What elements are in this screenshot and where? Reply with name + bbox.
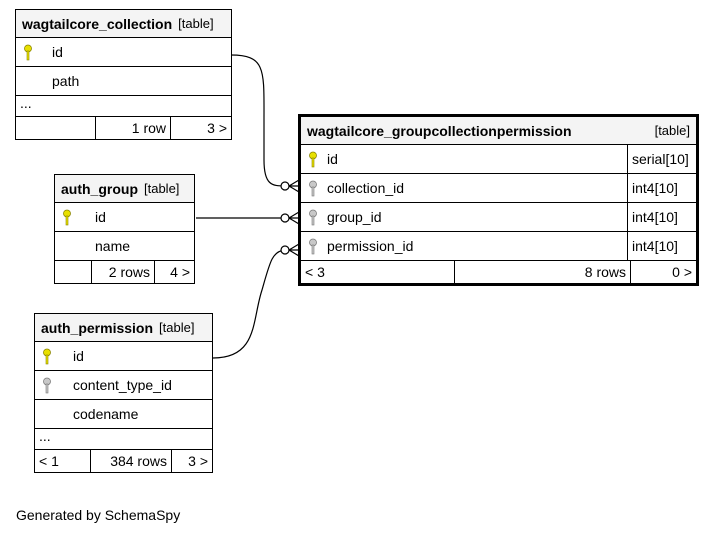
parents-count[interactable] xyxy=(16,117,96,139)
table-type: [table] xyxy=(654,123,690,138)
primary-key-icon xyxy=(43,348,51,365)
column-row[interactable]: id xyxy=(55,203,194,232)
table-name: auth_group xyxy=(61,180,138,197)
column-name: collection_id xyxy=(327,180,405,196)
fk-line-permission xyxy=(212,249,285,359)
table-name: auth_permission xyxy=(41,319,154,336)
foreign-key-icon xyxy=(43,377,51,394)
table-type: [table] xyxy=(159,320,195,335)
ellipsis: ... xyxy=(20,95,32,111)
children-count[interactable]: 3 > xyxy=(207,120,227,136)
ellipsis: ... xyxy=(39,428,51,444)
generated-by-label: Generated by SchemaSpy xyxy=(16,507,181,523)
table-auth-permission[interactable]: auth_permission [table] id content_type_… xyxy=(34,313,213,473)
row-count: 2 rows xyxy=(92,261,155,283)
table-header: auth_permission [table] xyxy=(35,314,212,342)
fk-end-permission xyxy=(280,245,290,255)
more-columns-row: ... xyxy=(35,428,212,450)
column-name: id xyxy=(327,151,338,167)
column-name: codename xyxy=(73,406,139,422)
table-name: wagtailcore_groupcollectionpermission xyxy=(307,122,572,139)
children-count[interactable]: 0 > xyxy=(672,264,692,280)
parents-count[interactable] xyxy=(55,261,92,283)
table-name: wagtailcore_collection xyxy=(22,15,173,32)
foreign-key-icon xyxy=(309,209,317,226)
column-row[interactable]: permission_id int4[10] xyxy=(301,232,696,261)
more-columns-row: ... xyxy=(16,95,231,117)
column-row[interactable]: path xyxy=(16,67,231,96)
table-header: wagtailcore_groupcollectionpermission [t… xyxy=(301,117,696,145)
table-wagtailcore-collection[interactable]: wagtailcore_collection [table] id path .… xyxy=(15,9,232,140)
children-count[interactable]: 3 > xyxy=(188,453,208,469)
table-footer: < 1 384 rows 3 > xyxy=(35,450,212,472)
column-name: id xyxy=(52,44,63,60)
table-auth-group[interactable]: auth_group [table] id name 2 rows 4 > xyxy=(54,174,195,284)
parents-count[interactable]: < 1 xyxy=(35,450,91,472)
primary-key-icon xyxy=(24,44,32,61)
column-row[interactable]: id xyxy=(35,342,212,371)
primary-key-icon xyxy=(309,151,317,168)
column-name: content_type_id xyxy=(73,377,172,393)
column-row[interactable]: id xyxy=(16,38,231,67)
table-header: auth_group [table] xyxy=(55,175,194,203)
table-footer: 1 row 3 > xyxy=(16,117,231,139)
column-datatype: serial[10] xyxy=(627,145,696,173)
column-name: path xyxy=(52,73,80,89)
column-row[interactable]: content_type_id xyxy=(35,371,212,400)
column-datatype: int4[10] xyxy=(627,232,696,260)
table-type: [table] xyxy=(144,181,180,196)
table-footer: 2 rows 4 > xyxy=(55,261,194,283)
foreign-key-icon xyxy=(309,180,317,197)
column-name: group_id xyxy=(327,209,382,225)
column-name: id xyxy=(95,209,106,225)
column-row[interactable]: collection_id int4[10] xyxy=(301,174,696,203)
fk-end-collection xyxy=(280,181,290,191)
row-count: 384 rows xyxy=(91,450,172,472)
fk-end-group xyxy=(280,213,290,223)
column-name: permission_id xyxy=(327,238,414,254)
row-count: 8 rows xyxy=(455,261,631,283)
children-count[interactable]: 4 > xyxy=(170,264,190,280)
column-name: id xyxy=(73,348,84,364)
table-type: [table] xyxy=(178,16,214,31)
column-row[interactable]: name xyxy=(55,232,194,261)
column-datatype: int4[10] xyxy=(627,174,696,202)
row-count: 1 row xyxy=(96,117,171,139)
table-header: wagtailcore_collection [table] xyxy=(16,10,231,38)
table-footer: < 3 8 rows 0 > xyxy=(301,261,696,283)
column-datatype: int4[10] xyxy=(627,203,696,231)
column-row[interactable]: codename xyxy=(35,400,212,429)
column-row[interactable]: id serial[10] xyxy=(301,145,696,174)
primary-key-icon xyxy=(63,209,71,226)
column-name: name xyxy=(95,238,131,254)
foreign-key-icon xyxy=(309,238,317,255)
column-row[interactable]: group_id int4[10] xyxy=(301,203,696,232)
table-wagtailcore-groupcollectionpermission[interactable]: wagtailcore_groupcollectionpermission [t… xyxy=(298,114,699,286)
fk-line-collection xyxy=(230,54,286,187)
parents-count[interactable]: < 3 xyxy=(301,261,455,283)
